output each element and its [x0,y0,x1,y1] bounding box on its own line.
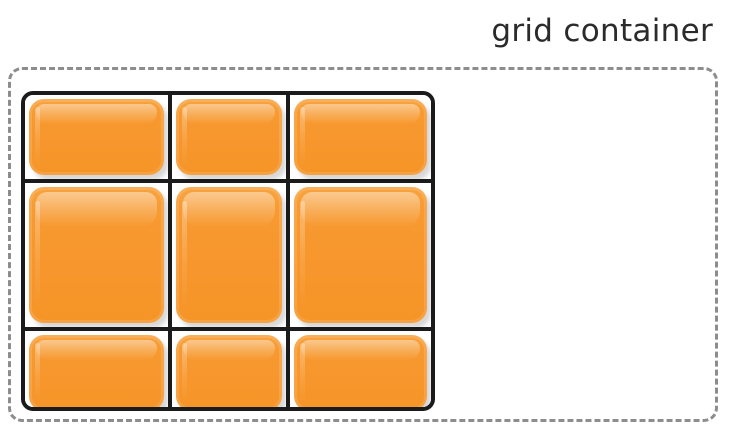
grid-container-outline [8,67,718,422]
grid-container-caption: grid container [491,13,713,49]
grid-cell-5[interactable] [172,183,290,331]
grid-item-tile[interactable] [294,187,427,323]
grid-item-tile[interactable] [176,335,282,407]
grid-item-tile[interactable] [176,99,282,175]
grid-item-tile[interactable] [29,335,164,407]
grid [21,91,435,411]
grid-cell-4[interactable] [25,183,172,331]
grid-cell-3[interactable] [290,95,431,183]
grid-cell-7[interactable] [25,331,172,407]
grid-cell-2[interactable] [172,95,290,183]
grid-cell-1[interactable] [25,95,172,183]
grid-item-tile[interactable] [29,99,164,175]
grid-cell-6[interactable] [290,183,431,331]
grid-item-tile[interactable] [294,99,427,175]
grid-cell-8[interactable] [172,331,290,407]
grid-item-tile[interactable] [176,187,282,323]
grid-item-tile[interactable] [29,187,164,323]
grid-item-tile[interactable] [294,335,427,407]
grid-cell-9[interactable] [290,331,431,407]
